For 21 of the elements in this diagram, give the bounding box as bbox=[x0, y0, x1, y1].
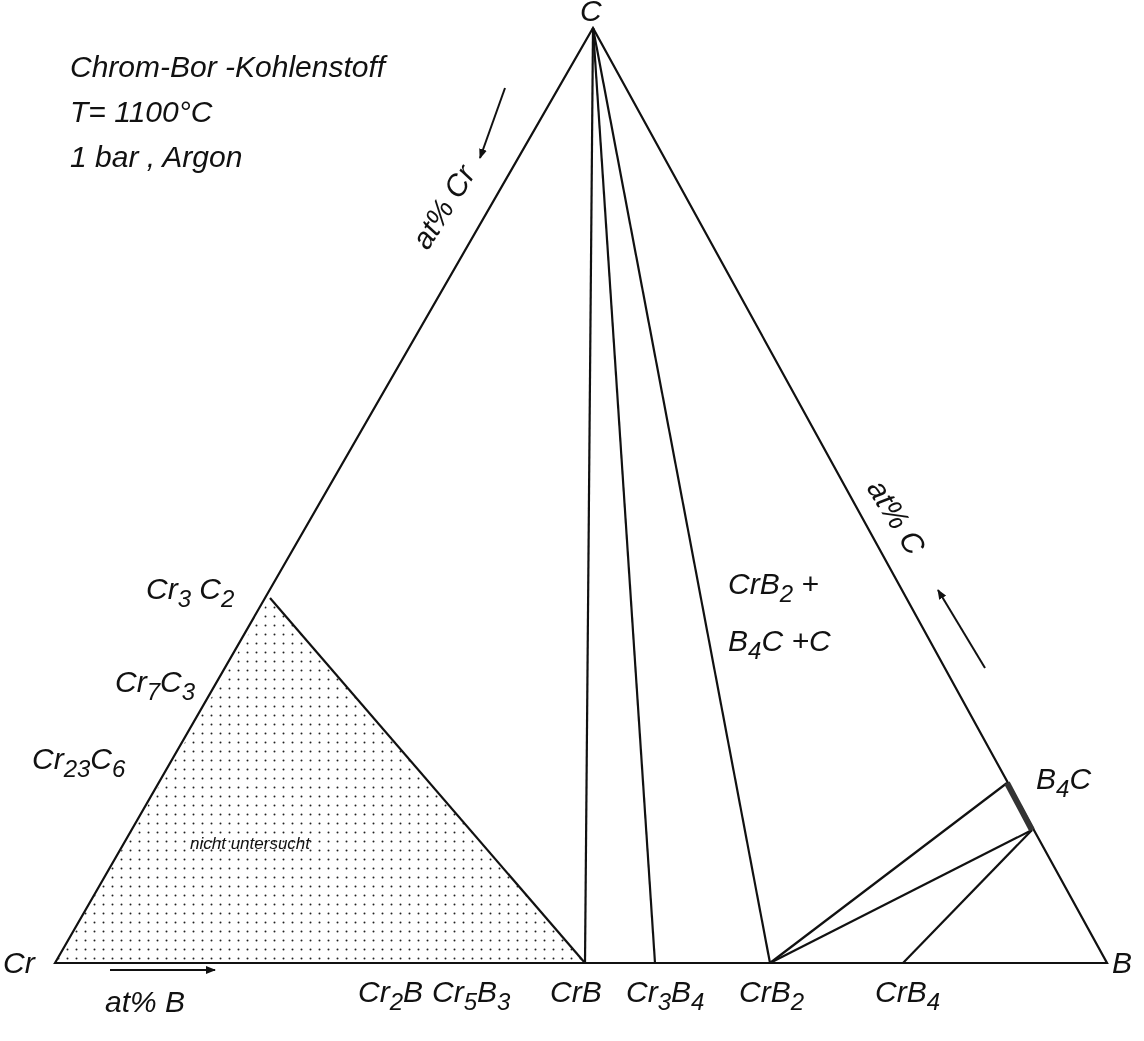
axis-label: at% C bbox=[859, 473, 933, 562]
compound-label: Cr$_{3}$B$_{4}$ bbox=[626, 975, 705, 1010]
compound-label: Cr$_{2}$B bbox=[358, 975, 424, 1010]
compound-label: CrB$_{2}$ bbox=[739, 975, 805, 1010]
compound-label: Cr$_{7}$C$_{3}$ bbox=[115, 665, 196, 700]
compound-label: Cr$_{3}$ C$_{2}$ bbox=[146, 572, 235, 607]
compound-label: Cr$_{5}$B$_{3}$ bbox=[432, 975, 511, 1010]
phase-field-label: CrB$_{2}$ + B$_{4}$C +C bbox=[728, 566, 832, 667]
compound-label: CrB$_{4}$ bbox=[875, 975, 941, 1010]
compound-label: B$_{4}$C bbox=[1036, 762, 1092, 797]
diagram-title: Chrom-Bor -Kohlenstoff bbox=[70, 50, 386, 85]
region-label: nicht untersucht bbox=[190, 834, 310, 854]
compound-label: CrB bbox=[550, 975, 602, 1010]
compound-label: Cr$_{23}$C$_{6}$ bbox=[32, 742, 126, 777]
axis-label: at% B bbox=[105, 985, 186, 1020]
condition-label: 1 bar , Argon bbox=[70, 140, 243, 175]
vertex-label: Cr bbox=[3, 946, 35, 981]
vertex-label: B bbox=[1112, 946, 1132, 981]
vertex-label: C bbox=[580, 0, 602, 29]
condition-label: T= 1100°C bbox=[70, 95, 213, 130]
axis-label: at% Cr bbox=[404, 159, 483, 256]
